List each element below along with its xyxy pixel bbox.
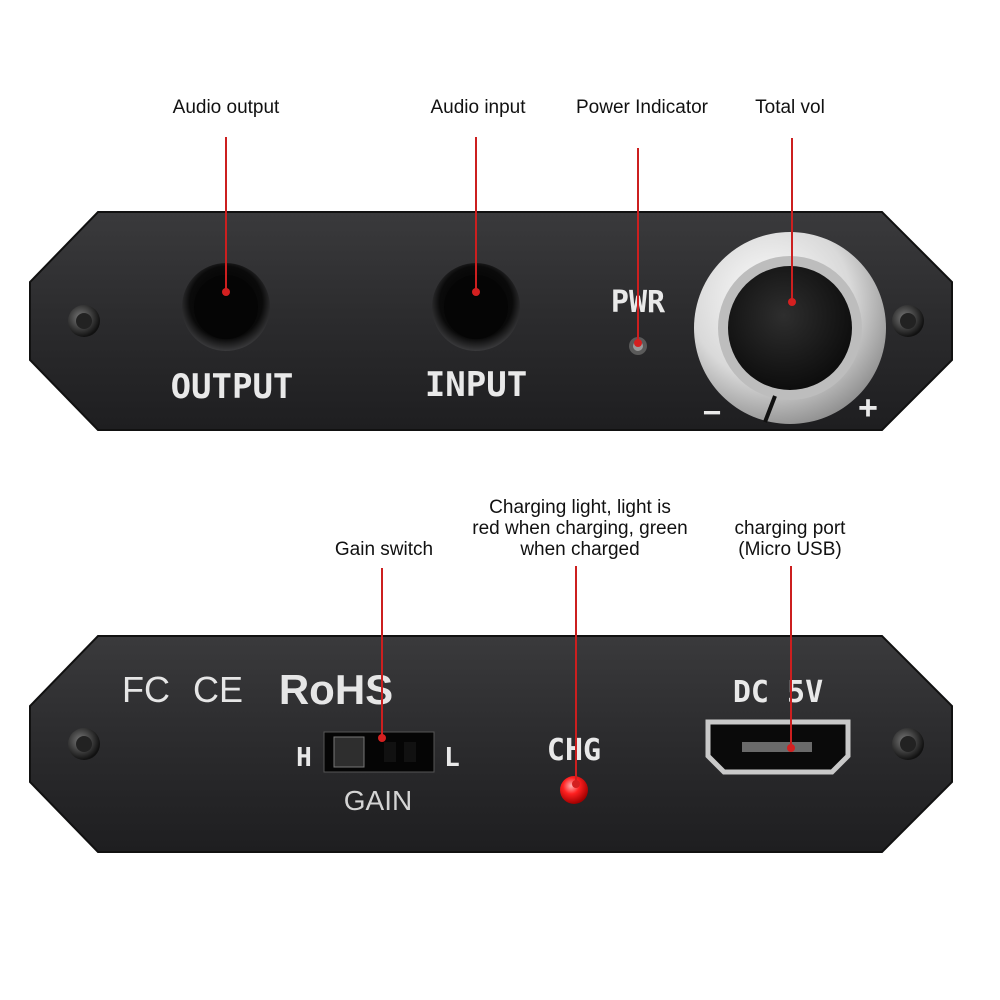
charging-light-pointer — [572, 566, 580, 788]
charging-port-callout: charging port (Micro USB) — [734, 518, 846, 560]
input-jack[interactable] — [432, 263, 520, 351]
screw-right — [892, 728, 924, 760]
screw-left — [68, 305, 100, 337]
gain-l-label: L — [444, 743, 460, 773]
micro-usb-port[interactable] — [705, 719, 851, 775]
fc-logo: FC — [122, 669, 170, 710]
dc5v-label: DC 5V — [733, 675, 823, 710]
output-label: OUTPUT — [171, 367, 294, 407]
screw-left — [68, 728, 100, 760]
total-vol-pointer — [788, 138, 796, 306]
chg-label: CHG — [547, 733, 601, 768]
audio-input-callout: Audio input — [430, 97, 526, 118]
gain-switch-pointer — [378, 568, 386, 742]
charging-port-pointer — [787, 566, 795, 752]
volume-minus-label: − — [703, 395, 721, 430]
audio-output-pointer — [222, 137, 230, 296]
power-indicator-callout: Power Indicator — [575, 97, 708, 118]
charging-led — [560, 776, 588, 804]
front-panel: OUTPUT INPUT PWR − + — [29, 211, 953, 431]
total-vol-callout: Total vol — [755, 97, 825, 118]
input-label: INPUT — [425, 365, 527, 405]
screw-right — [892, 305, 924, 337]
gain-switch-callout: Gain switch — [334, 539, 434, 560]
rohs-logo: RoHS — [279, 666, 393, 713]
charging-light-callout: Charging light, light is red when chargi… — [472, 497, 688, 560]
output-jack[interactable] — [182, 263, 270, 351]
audio-input-pointer — [472, 137, 480, 296]
volume-knob[interactable] — [694, 232, 886, 424]
volume-plus-label: + — [858, 388, 877, 426]
gain-label: GAIN — [344, 785, 412, 816]
back-panel: FC CE RoHS H L GAIN CHG DC 5V — [29, 635, 953, 853]
power-indicator-pointer — [634, 148, 642, 347]
audio-output-callout: Audio output — [172, 97, 280, 118]
gain-h-label: H — [296, 743, 312, 773]
ce-logo: CE — [193, 669, 243, 710]
